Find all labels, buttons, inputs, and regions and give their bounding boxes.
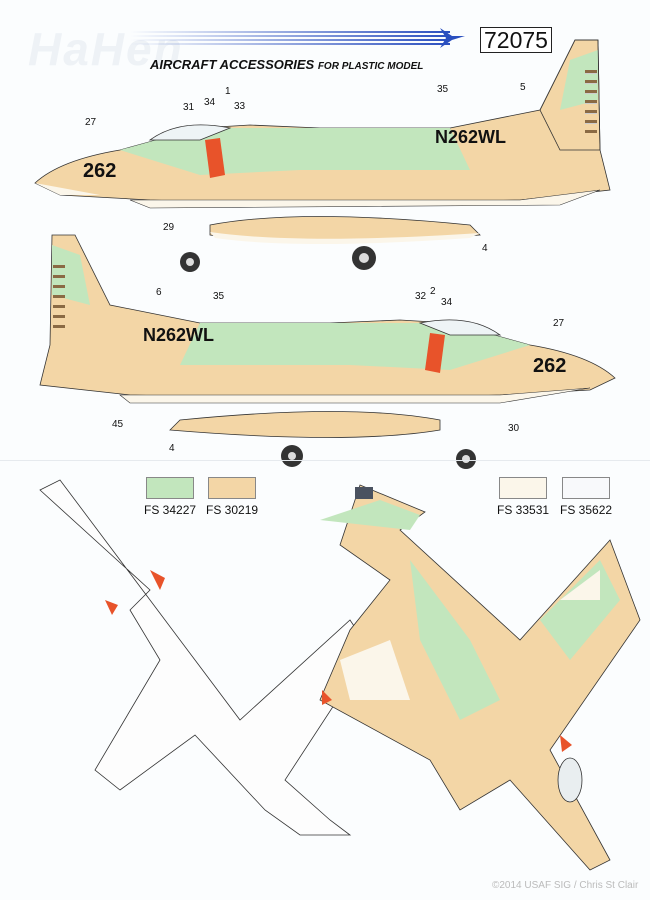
callout: 34 [204, 97, 216, 108]
callout: 33 [234, 101, 246, 112]
callout: 34 [441, 297, 453, 308]
swatch-label: FS 35622 [560, 503, 613, 517]
callout: 5 [520, 82, 526, 93]
tagline-main: AIRCRAFT ACCESSORIES [150, 57, 315, 72]
aircraft-top-view [319, 484, 641, 871]
swatch-color [208, 477, 256, 499]
jet-logo-icon [130, 28, 465, 48]
swatch-fs33531: FS 33531 [497, 477, 550, 517]
registration-left: N262WL [435, 127, 507, 147]
aircraft-profile-left-side [34, 39, 611, 272]
registration-right: N262WL [143, 325, 215, 345]
swatch-fs30219: FS 30219 [206, 477, 259, 517]
swatch-fs34227: FS 34227 [144, 477, 197, 517]
swatch-fs35622: FS 35622 [560, 477, 613, 517]
swatch-color [146, 477, 194, 499]
callout: 29 [163, 222, 175, 233]
fold-line [0, 460, 650, 461]
callout: 2 [430, 286, 436, 297]
callout: 6 [156, 287, 162, 298]
modex-number-right: 262 [533, 355, 567, 377]
tagline: AIRCRAFT ACCESSORIES FOR PLASTIC MODEL [150, 57, 423, 72]
callout: 27 [85, 117, 97, 128]
callout: 1 [225, 86, 231, 97]
product-code-box: 72075 [480, 27, 552, 53]
tagline-sub: FOR PLASTIC MODEL [317, 61, 424, 72]
callout: 31 [183, 102, 195, 113]
callout: 4 [482, 243, 488, 254]
copyright-notice: ©2014 USAF SIG / Chris St Clair [492, 880, 639, 891]
callout: 32 [415, 291, 427, 302]
modex-number-left: 262 [83, 160, 117, 182]
callout: 30 [508, 423, 520, 434]
swatch-color [562, 477, 610, 499]
callout: 35 [437, 84, 449, 95]
callout: 45 [112, 419, 124, 430]
swatch-label: FS 33531 [497, 503, 550, 517]
swatch-label: FS 30219 [206, 503, 259, 517]
aircraft-underside-view [39, 479, 371, 836]
swatch-label: FS 34227 [144, 503, 197, 517]
callout: 27 [553, 318, 565, 329]
swatch-color [499, 477, 547, 499]
aircraft-profile-right-side [39, 234, 616, 469]
callout: 4 [169, 443, 175, 454]
callout: 35 [213, 291, 225, 302]
